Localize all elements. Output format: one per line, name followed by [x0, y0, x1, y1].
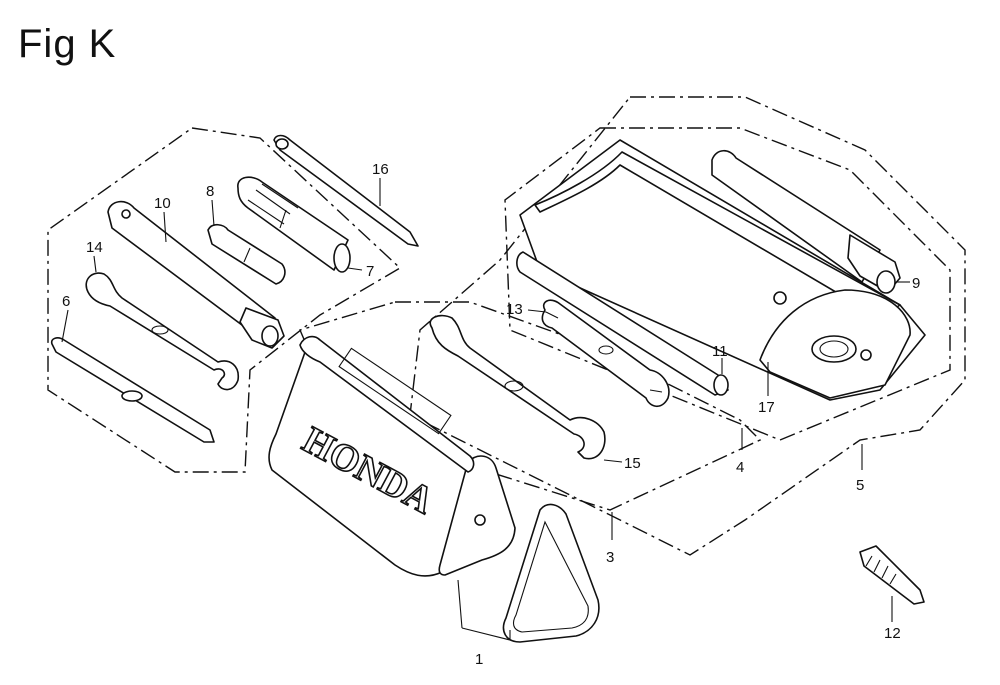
honda-emblem	[811, 335, 857, 363]
tool-bag-body	[268, 337, 469, 577]
tool-bag-top-flap	[299, 335, 475, 473]
callouts: 1 3 4 5 6 7 8 9 10 11 12 13 14 15 16 17	[62, 161, 920, 668]
leader-1-bracket	[461, 627, 511, 641]
screwdriver-6-collar	[121, 390, 143, 402]
triangle-case	[502, 503, 600, 643]
tool-bag-window	[338, 347, 452, 435]
wrench-15-body	[429, 314, 606, 460]
leader-1	[457, 579, 463, 629]
tool-bag: HONDA	[268, 335, 516, 577]
callout-16: 16	[372, 161, 389, 178]
wrench-15-mark	[504, 380, 524, 392]
handle-7-ridges	[247, 183, 299, 229]
wrench-part-14	[85, 272, 240, 391]
callout-12: 12	[884, 625, 901, 642]
group-5-outline	[409, 96, 966, 556]
callout-15: 15	[624, 455, 641, 472]
bit-8-step	[243, 247, 251, 263]
callout-10: 10	[154, 195, 171, 212]
leader-14	[93, 255, 97, 273]
callout-5: 5	[856, 477, 864, 494]
wrench-13-mark	[598, 345, 614, 355]
screwdriver-part-16	[273, 134, 419, 247]
bar-part-11	[516, 251, 729, 396]
socket-wrench-part-10	[107, 200, 285, 349]
callout-3: 3	[606, 549, 614, 566]
tool-bag-button	[474, 514, 486, 526]
callout-13: 13	[506, 301, 523, 318]
tool-set-outline	[47, 127, 402, 473]
group-4-outline	[504, 127, 951, 441]
leader-8	[211, 199, 215, 227]
callout-11: 11	[712, 343, 728, 360]
spark-plug-threads	[865, 555, 897, 585]
leader-6	[61, 309, 69, 343]
honda-emblem-inner	[819, 340, 849, 358]
leader-7	[347, 267, 363, 271]
bit-8-body	[207, 223, 286, 285]
screwdriver-6-shaft	[50, 337, 215, 443]
socket-wrench-10-hole	[121, 209, 131, 219]
screwdriver-part-6	[50, 337, 215, 443]
triangle-case-inner	[512, 520, 589, 633]
leader-15	[603, 459, 623, 463]
socket-wrench-10-hex	[261, 325, 279, 347]
spark-plug-body	[859, 545, 925, 605]
box-wrench-9-hex	[876, 270, 896, 294]
screwdriver-16-tip	[275, 138, 289, 150]
wrench-part-13	[541, 299, 670, 408]
callout-14: 14	[86, 239, 103, 256]
screwdriver-16-shaft	[273, 134, 419, 247]
wrench-14-mark	[151, 325, 169, 335]
wrench-14-body	[85, 272, 240, 391]
screwdriver-handle-part-7	[237, 176, 351, 273]
callout-4: 4	[736, 459, 744, 476]
wrench-13-body	[541, 299, 670, 408]
handle-7-end	[333, 243, 351, 273]
callout-9: 9	[912, 275, 920, 292]
bar-11-end	[713, 374, 729, 396]
snap-button-flap	[860, 349, 872, 361]
leader-10	[163, 211, 167, 243]
box-wrench-part-9	[711, 149, 901, 294]
tool-roll	[519, 139, 926, 401]
wrench-13-jaw	[545, 311, 663, 393]
snap-button	[773, 291, 787, 305]
spark-plug-part-12	[859, 545, 925, 605]
figure-title: Fig K	[18, 22, 117, 66]
triangle-case-outer	[502, 503, 600, 643]
callout-1: 1	[475, 651, 483, 668]
leader-lines	[61, 178, 910, 641]
socket-wrench-10-head	[239, 307, 285, 349]
leader-13	[527, 309, 547, 313]
callout-6: 6	[62, 293, 70, 310]
bit-part-8	[207, 223, 286, 285]
callout-8: 8	[206, 183, 214, 200]
callout-17: 17	[758, 399, 775, 416]
wrench-part-15	[429, 314, 606, 460]
callout-7: 7	[366, 263, 374, 280]
